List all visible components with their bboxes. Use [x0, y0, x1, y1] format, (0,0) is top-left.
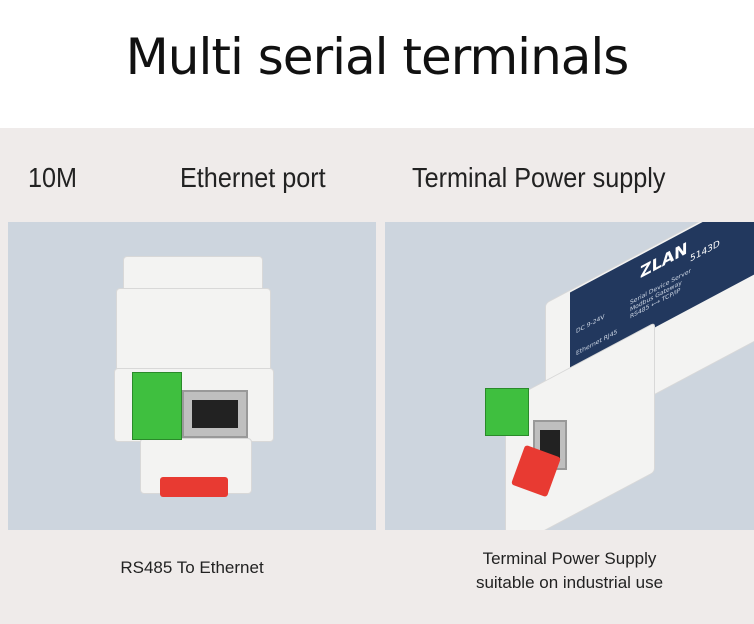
- terminal-block: [132, 372, 182, 440]
- power-text: DC 9-24V: [576, 313, 605, 336]
- label-power: Terminal Power supply: [412, 162, 666, 193]
- label-ethernet: Ethernet port: [180, 162, 326, 193]
- product-photo-front: [8, 222, 376, 530]
- ethernet-port: [182, 390, 248, 438]
- label-speed: 10M: [28, 162, 78, 193]
- din-clip: [160, 477, 228, 497]
- caption-left: RS485 To Ethernet: [120, 558, 264, 577]
- model-text: 5143D: [690, 238, 720, 265]
- caption-right-line1: Terminal Power Supply: [482, 549, 657, 568]
- page-title: Multi serial terminals: [125, 28, 630, 86]
- caption-right-line2: suitable on industrial use: [475, 573, 664, 592]
- terminal-block: [485, 388, 529, 436]
- product-photo-angled: ZLAN 5143D Serial Device Server Modbus G…: [385, 222, 754, 530]
